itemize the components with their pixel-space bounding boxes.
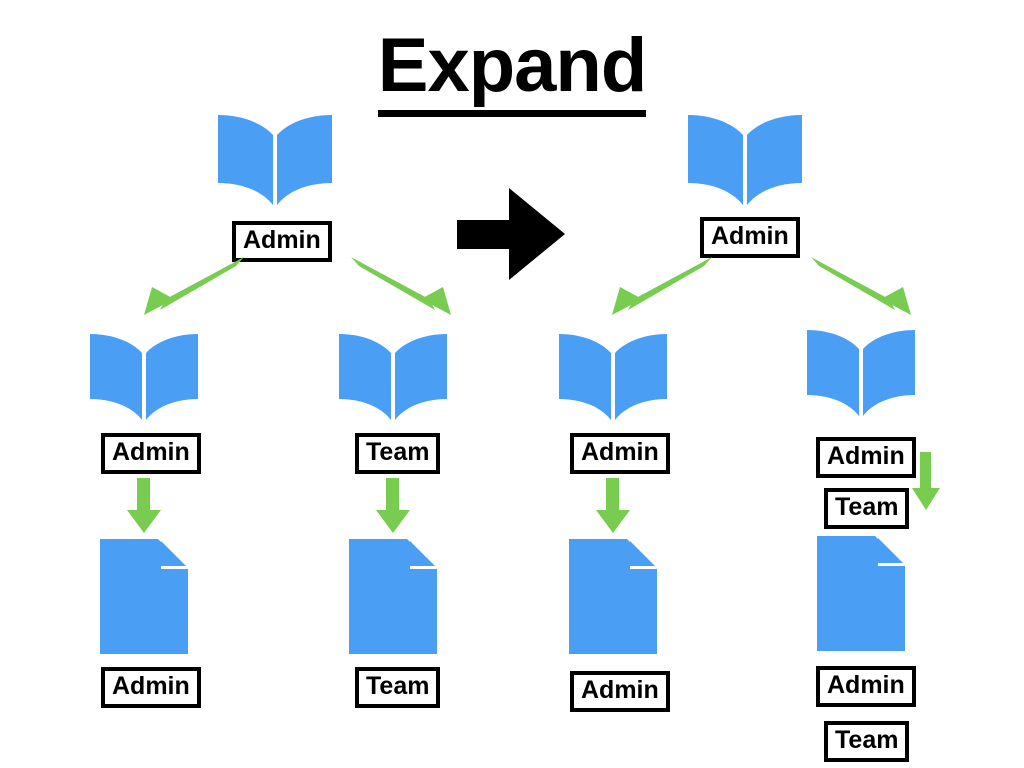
label-box-team: Team bbox=[824, 488, 910, 529]
label-text: Admin bbox=[827, 671, 905, 699]
label-text: Admin bbox=[243, 226, 321, 254]
label-box-admin: Admin bbox=[570, 671, 670, 712]
document-icon bbox=[100, 539, 188, 654]
label-box-admin: Admin bbox=[101, 667, 201, 708]
arrow-book-to-doc bbox=[908, 452, 950, 514]
label-text: Admin bbox=[112, 672, 190, 700]
label-text: Team bbox=[835, 726, 899, 754]
book-icon bbox=[337, 332, 449, 424]
book-icon bbox=[557, 332, 669, 424]
label-box-admin: Admin bbox=[570, 433, 670, 474]
label-box-team: Team bbox=[355, 433, 441, 474]
label-text: Admin bbox=[581, 676, 659, 704]
label-box-team: Team bbox=[355, 667, 441, 708]
document-icon bbox=[349, 539, 437, 654]
book-icon bbox=[805, 328, 917, 420]
document-icon bbox=[817, 536, 905, 651]
label-text: Admin bbox=[581, 438, 659, 466]
label-box-admin: Admin bbox=[700, 217, 800, 258]
label-box-admin: Admin bbox=[232, 221, 332, 262]
document-icon bbox=[569, 539, 657, 654]
arrow-root-to-branch1 bbox=[608, 255, 718, 317]
label-text: Team bbox=[366, 672, 430, 700]
arrow-book-to-doc bbox=[372, 478, 414, 534]
arrow-root-to-branch1 bbox=[140, 255, 250, 317]
right-arrow-icon bbox=[457, 188, 567, 281]
book-icon bbox=[88, 332, 200, 424]
label-text: Admin bbox=[112, 438, 190, 466]
label-text: Team bbox=[366, 438, 430, 466]
label-text: Team bbox=[835, 493, 899, 521]
book-icon bbox=[686, 113, 804, 209]
arrow-root-to-branch2 bbox=[805, 255, 915, 317]
book-icon bbox=[216, 113, 334, 209]
page-title-text: Expand bbox=[377, 23, 647, 117]
label-text: Admin bbox=[711, 222, 789, 250]
label-text: Admin bbox=[827, 442, 905, 470]
label-box-admin: Admin bbox=[101, 433, 201, 474]
label-box-team: Team bbox=[824, 721, 910, 762]
arrow-book-to-doc bbox=[123, 478, 165, 534]
arrow-book-to-doc bbox=[592, 478, 634, 534]
arrow-root-to-branch2 bbox=[345, 255, 455, 317]
page-title: Expand bbox=[0, 23, 1024, 117]
label-box-admin: Admin bbox=[816, 666, 916, 707]
label-box-admin: Admin bbox=[816, 437, 916, 478]
